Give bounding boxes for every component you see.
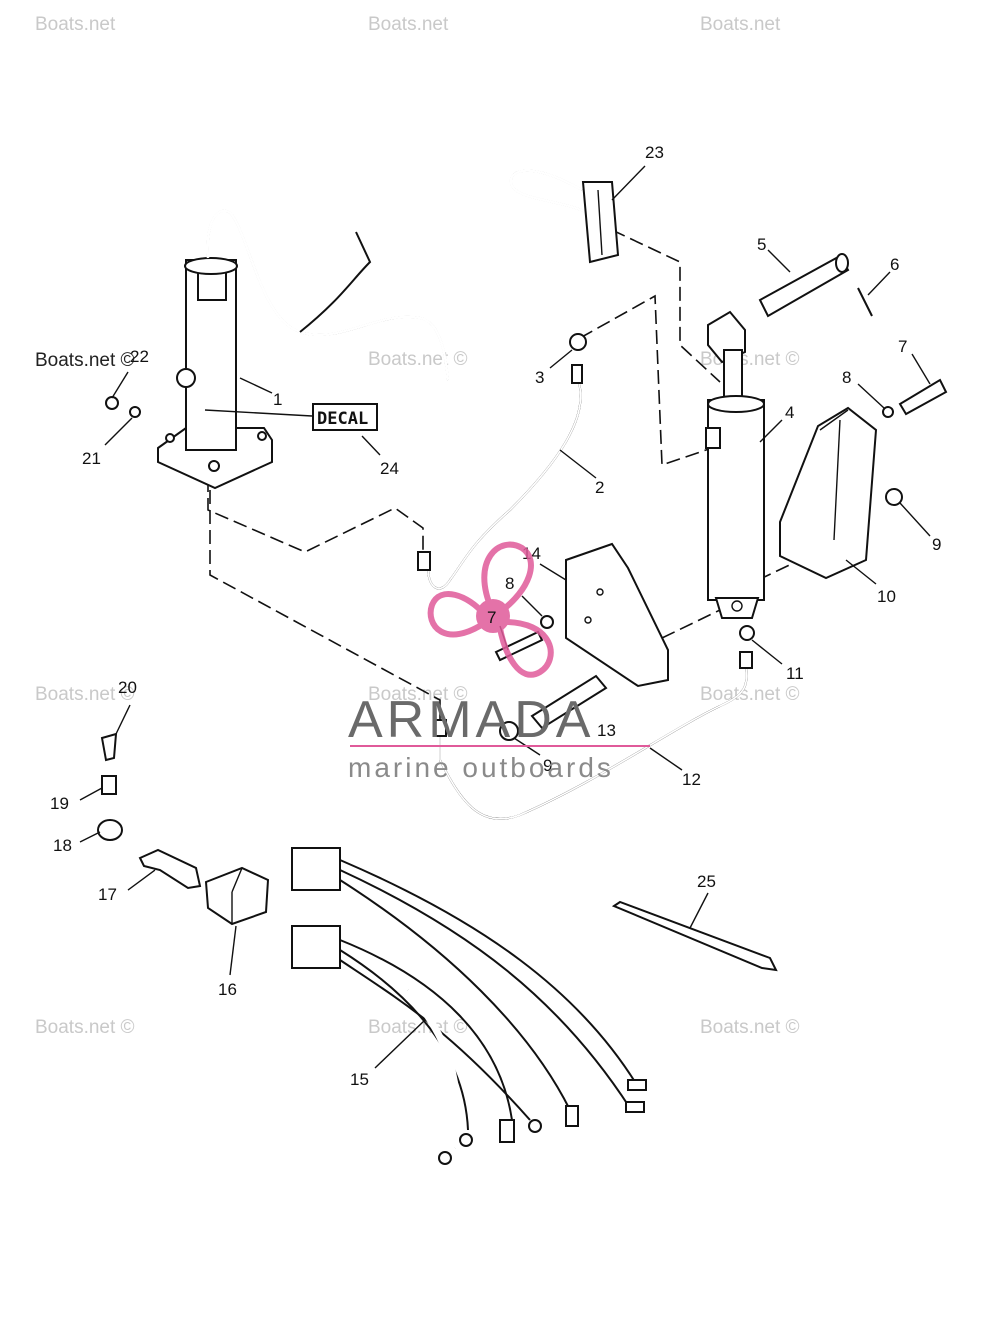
callout-19: 19 bbox=[50, 794, 69, 813]
watermark: Boats.net bbox=[35, 14, 116, 35]
callout-24: 24 bbox=[380, 459, 399, 478]
callout-4: 4 bbox=[785, 403, 794, 422]
watermark: Boats.net © bbox=[368, 349, 468, 370]
callout-7-left: 7 bbox=[487, 608, 496, 627]
relay-block bbox=[204, 866, 270, 926]
decal-label: DECAL bbox=[317, 409, 368, 429]
callout-1: 1 bbox=[273, 390, 282, 409]
callout-22: 22 bbox=[130, 347, 149, 366]
pivot-pin bbox=[758, 253, 850, 318]
watermark-dark: Boats.net © bbox=[35, 350, 135, 371]
tilt-ram-cylinder bbox=[705, 310, 765, 619]
callout-8: 8 bbox=[842, 368, 851, 387]
leader-lines bbox=[79, 165, 931, 1069]
cotter-pin bbox=[857, 287, 873, 317]
watermark: Boats.net bbox=[368, 14, 449, 35]
logo-tagline: marine outboards bbox=[348, 752, 614, 783]
watermark: Boats.net © bbox=[35, 684, 135, 705]
callout-11: 11 bbox=[786, 664, 804, 683]
callout-6: 6 bbox=[890, 255, 899, 274]
watermark: Boats.net © bbox=[700, 1017, 800, 1038]
tilt-pump-motor bbox=[157, 209, 450, 490]
callout-9-left: 9 bbox=[543, 756, 552, 775]
watermark: Boats.net © bbox=[368, 684, 468, 705]
cable-tie bbox=[611, 900, 778, 972]
callout-2: 2 bbox=[595, 478, 604, 497]
propeller-icon bbox=[427, 541, 554, 678]
callout-18: 18 bbox=[53, 836, 72, 855]
callout-12: 12 bbox=[682, 770, 701, 789]
callout-9: 9 bbox=[932, 535, 941, 554]
callout-8-left: 8 bbox=[505, 574, 514, 593]
wiring-harness bbox=[291, 847, 647, 1165]
callout-10: 10 bbox=[877, 587, 896, 606]
mounting-bracket-left bbox=[565, 542, 669, 688]
shaft bbox=[530, 674, 608, 730]
callout-7: 7 bbox=[898, 337, 907, 356]
watermarks: Boats.net Boats.net Boats.net Boats.net … bbox=[35, 14, 800, 1038]
callout-20: 20 bbox=[118, 678, 137, 697]
callout-3: 3 bbox=[535, 368, 544, 387]
hydraulic-line-upper bbox=[417, 333, 587, 590]
callout-17: 17 bbox=[98, 885, 117, 904]
callout-25: 25 bbox=[697, 872, 716, 891]
logo-brand: ARMADA bbox=[348, 691, 594, 749]
decal-box bbox=[312, 403, 378, 431]
retainer-plate bbox=[138, 848, 202, 890]
callout-16: 16 bbox=[218, 980, 237, 999]
callout-21: 21 bbox=[82, 449, 101, 468]
watermark: Boats.net © bbox=[700, 684, 800, 705]
watermark: Boats.net © bbox=[35, 1017, 135, 1038]
callout-13: 13 bbox=[597, 721, 616, 740]
armada-logo: 7 ARMADA marine outboards bbox=[348, 541, 650, 783]
callout-5: 5 bbox=[757, 235, 766, 254]
hydraulic-line-lower bbox=[433, 651, 753, 820]
hose-clip bbox=[509, 169, 620, 264]
callout-15: 15 bbox=[350, 1070, 369, 1089]
mounting-bracket-right bbox=[779, 406, 878, 580]
watermark: Boats.net bbox=[700, 14, 781, 35]
callout-23: 23 bbox=[645, 143, 664, 162]
callout-numbers: 1 2 3 4 5 6 7 8 9 10 11 12 13 14 15 16 1… bbox=[50, 143, 941, 1089]
